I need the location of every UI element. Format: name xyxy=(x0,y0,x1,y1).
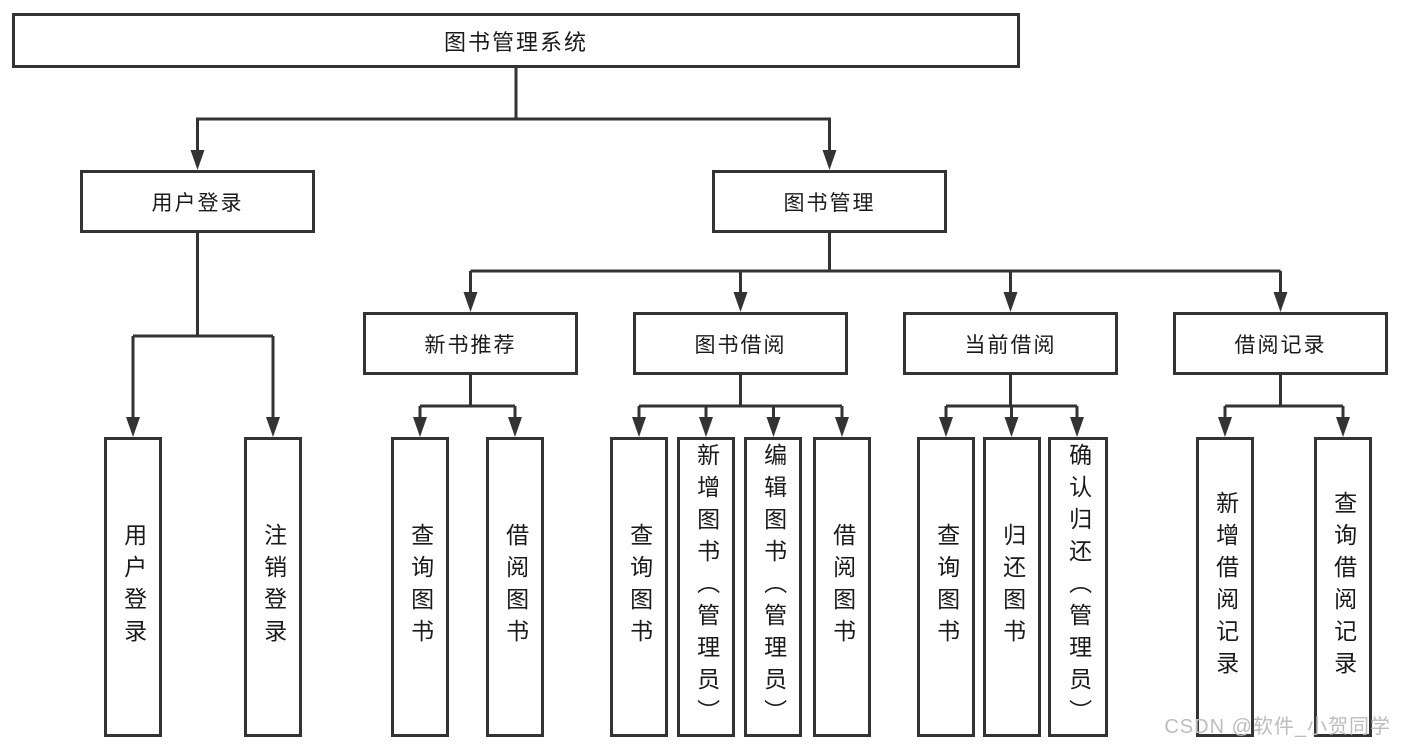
node-label: 借阅图书 xyxy=(502,523,529,651)
node-label: 借阅图书 xyxy=(829,523,856,651)
node-label: 查询图书 xyxy=(933,523,960,651)
node-label: 图书管理系统 xyxy=(443,29,588,55)
leaf-add-borrow-record: 新增借阅记录 xyxy=(1196,437,1254,737)
node-label: 借阅记录 xyxy=(1234,333,1327,357)
node-new-book-recommendation: 新书推荐 xyxy=(363,312,578,375)
node-book-management: 图书管理 xyxy=(712,170,947,233)
node-borrowing-records: 借阅记录 xyxy=(1173,312,1388,375)
node-label: 当前借阅 xyxy=(964,333,1057,357)
node-label: 注销登录 xyxy=(260,523,287,651)
leaf-borrow-books-recommend: 借阅图书 xyxy=(486,437,544,737)
leaf-borrow-books-borrowing: 借阅图书 xyxy=(813,437,871,737)
node-label: 新增图书（管理员） xyxy=(693,443,720,731)
leaf-return-books: 归还图书 xyxy=(983,437,1041,737)
watermark: CSDN @软件_小贺同学 xyxy=(1164,716,1391,738)
leaf-add-books-admin: 新增图书（管理员） xyxy=(677,437,735,737)
node-label: 新书推荐 xyxy=(424,333,517,357)
leaf-query-books-borrowing: 查询图书 xyxy=(610,437,668,737)
leaf-query-books-current: 查询图书 xyxy=(917,437,975,737)
node-label: 查询图书 xyxy=(626,523,653,651)
leaf-logout: 注销登录 xyxy=(244,437,302,737)
node-label: 图书管理 xyxy=(783,191,876,215)
node-label: 新增借阅记录 xyxy=(1212,491,1239,683)
node-user-login: 用户登录 xyxy=(80,170,315,233)
node-book-borrowing: 图书借阅 xyxy=(633,312,848,375)
node-current-borrowing: 当前借阅 xyxy=(903,312,1118,375)
node-label: 用户登录 xyxy=(151,191,244,215)
node-label: 确认归还（管理员） xyxy=(1065,443,1092,731)
node-library-management-system: 图书管理系统 xyxy=(12,13,1020,68)
leaf-query-books-recommend: 查询图书 xyxy=(391,437,449,737)
leaf-user-login: 用户登录 xyxy=(104,437,162,737)
node-label: 查询借阅记录 xyxy=(1330,491,1357,683)
node-label: 图书借阅 xyxy=(694,333,787,357)
leaf-edit-books-admin: 编辑图书（管理员） xyxy=(744,437,802,737)
node-label: 归还图书 xyxy=(999,523,1026,651)
node-label: 查询图书 xyxy=(407,523,434,651)
node-label: 用户登录 xyxy=(120,523,147,651)
node-label: 编辑图书（管理员） xyxy=(760,443,787,731)
leaf-query-borrow-record: 查询借阅记录 xyxy=(1314,437,1372,737)
leaf-confirm-return-admin: 确认归还（管理员） xyxy=(1048,437,1108,737)
